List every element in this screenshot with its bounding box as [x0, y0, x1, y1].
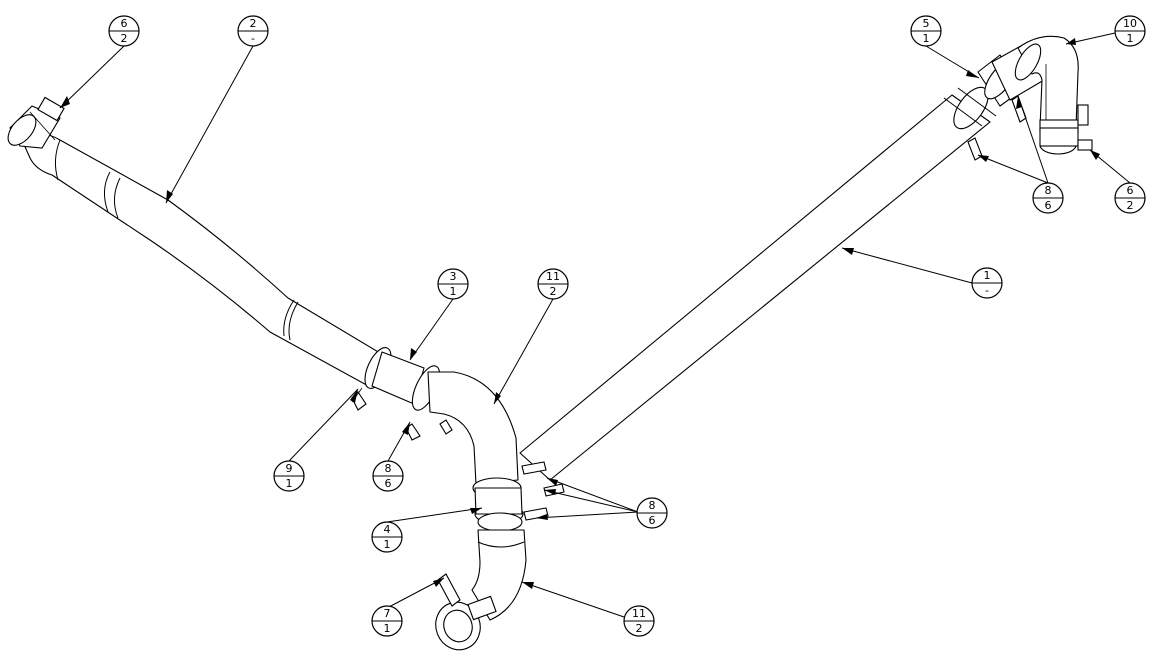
balloon-6-2-right: 6 2: [1114, 182, 1146, 214]
balloon-quantity: 1: [450, 285, 457, 298]
balloon-quantity: 2: [121, 32, 128, 45]
balloon-quantity: 1: [384, 538, 391, 551]
balloon-quantity: 2: [550, 285, 557, 298]
balloon-item-number: 4: [384, 523, 391, 536]
balloon-quantity: -: [985, 284, 989, 297]
hose-item-2: [21, 133, 386, 389]
balloon-item-number: 9: [286, 462, 293, 475]
balloon-2: 2 -: [237, 15, 269, 47]
balloon-item-number: 11: [632, 607, 646, 620]
balloon-8-6-mid: 8 6: [372, 460, 404, 492]
balloon-7: 7 1: [371, 605, 403, 637]
balloon-item-number: 6: [121, 17, 128, 30]
hose-item-1: [519, 86, 997, 481]
balloon-8-6-right: 8 6: [1032, 182, 1064, 214]
balloon-10: 10 1: [1114, 15, 1146, 47]
balloon-9: 9 1: [273, 460, 305, 492]
balloon-quantity: 1: [384, 622, 391, 635]
balloon-quantity: 1: [1127, 32, 1134, 45]
balloon-quantity: -: [251, 32, 255, 45]
balloon-quantity: 1: [923, 32, 930, 45]
balloon-quantity: 6: [649, 514, 656, 527]
balloon-item-number: 8: [385, 462, 392, 475]
balloon-quantity: 6: [1045, 199, 1052, 212]
hose-assembly: [7, 35, 1093, 651]
balloon-item-number: 3: [450, 270, 457, 283]
balloon-item-number: 11: [546, 270, 560, 283]
balloon-item-number: 1: [984, 269, 991, 282]
balloon-item-number: 8: [649, 499, 656, 512]
balloon-6-2-left: 6 2: [108, 15, 140, 47]
balloon-quantity: 2: [636, 622, 643, 635]
balloon-11-bottom: 11 2: [623, 605, 655, 637]
balloon-quantity: 2: [1127, 199, 1134, 212]
leader-lines: [59, 32, 1131, 618]
balloon-11-top: 11 2: [537, 268, 569, 300]
arrowheads: [60, 38, 1100, 589]
balloon-item-number: 2: [250, 17, 257, 30]
upper-right-fittings: [967, 35, 1093, 161]
balloon-item-number: 10: [1123, 17, 1137, 30]
left-end-fitting: [7, 96, 65, 149]
balloon-item-number: 5: [923, 17, 930, 30]
balloon-8-6-center: 8 6: [636, 497, 668, 529]
balloon-5: 5 1: [910, 15, 942, 47]
balloon-1: 1 -: [971, 267, 1003, 299]
balloon-item-number: 8: [1045, 184, 1052, 197]
balloon-quantity: 1: [286, 477, 293, 490]
balloon-quantity: 6: [385, 477, 392, 490]
balloon-item-number: 6: [1127, 184, 1134, 197]
balloon-4: 4 1: [371, 521, 403, 553]
lower-elbow: [435, 512, 527, 651]
balloon-item-number: 7: [384, 607, 391, 620]
balloon-3: 3 1: [437, 268, 469, 300]
